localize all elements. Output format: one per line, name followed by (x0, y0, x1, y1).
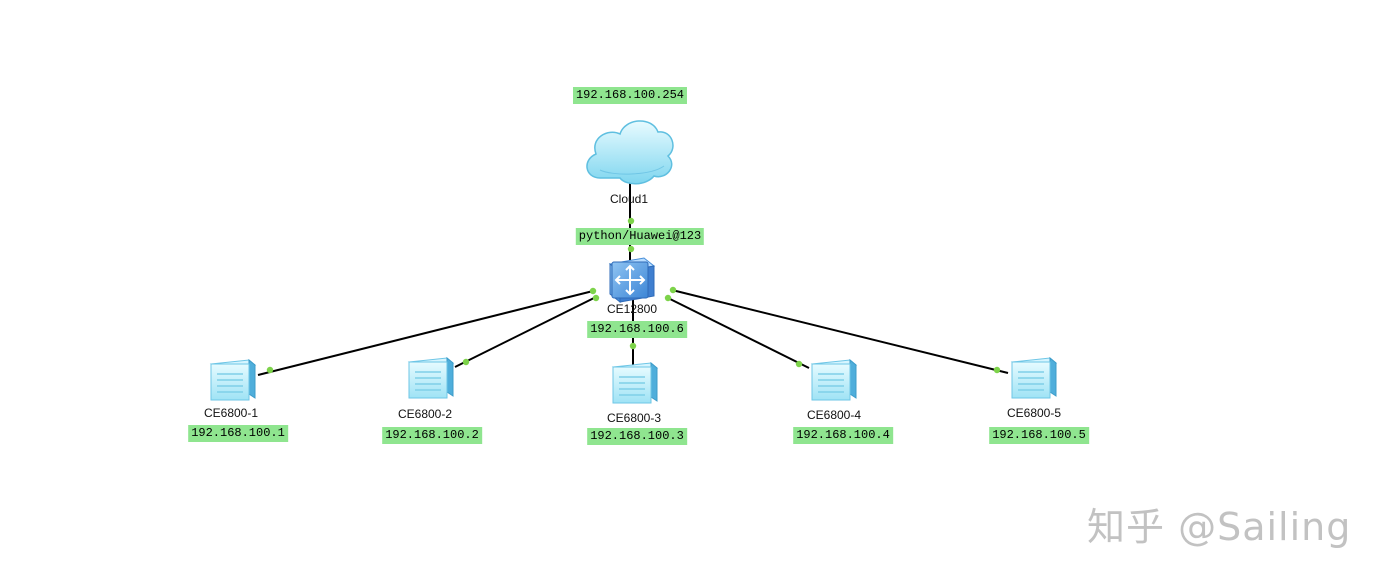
switch-icon-ce6800-4[interactable] (810, 358, 858, 401)
switch-icon-ce6800-3[interactable] (611, 361, 659, 404)
port-dot (462, 358, 470, 366)
port-dot (627, 217, 635, 225)
cloud-name-label: Cloud1 (609, 192, 649, 206)
link-core-ce6800-4[interactable] (667, 297, 810, 369)
links (257, 180, 1009, 376)
port-dot (664, 294, 672, 302)
core-name-label: CE12800 (606, 302, 658, 316)
port-dot (589, 287, 597, 295)
cloud-icon[interactable] (586, 120, 674, 185)
port-dots (266, 217, 1001, 374)
link-core-ce6800-5[interactable] (671, 289, 1009, 374)
switch-ip-label: 192.168.100.4 (793, 427, 893, 444)
port-dot (592, 294, 600, 302)
switch-ip-label: 192.168.100.5 (989, 427, 1089, 444)
router-icon[interactable] (608, 257, 656, 304)
port-dot (993, 366, 1001, 374)
switch-name-label: CE6800-5 (1006, 406, 1062, 420)
port-dot (669, 286, 677, 294)
switch-name-label: CE6800-2 (397, 407, 453, 421)
switch-ip-label: 192.168.100.3 (587, 428, 687, 445)
core-ip-label: 192.168.100.6 (587, 321, 687, 338)
link-core-ce6800-1[interactable] (257, 290, 594, 376)
switch-icon-ce6800-1[interactable] (209, 358, 257, 401)
port-dot (266, 366, 274, 374)
switch-icon-ce6800-2[interactable] (407, 356, 455, 399)
credential-label: python/Huawei@123 (575, 228, 705, 245)
switch-name-label: CE6800-1 (203, 406, 259, 420)
switch-name-label: CE6800-3 (606, 411, 662, 425)
switch-icon-ce6800-5[interactable] (1010, 356, 1058, 399)
cloud-ip-label: 192.168.100.254 (572, 87, 688, 104)
port-dot (795, 360, 803, 368)
watermark: 知乎 @Sailing (1087, 505, 1352, 549)
switch-name-label: CE6800-4 (806, 408, 862, 422)
port-dot (629, 342, 637, 350)
port-dot (627, 245, 635, 253)
switch-ip-label: 192.168.100.1 (188, 425, 288, 442)
switch-ip-label: 192.168.100.2 (382, 427, 482, 444)
link-core-ce6800-2[interactable] (454, 296, 597, 368)
